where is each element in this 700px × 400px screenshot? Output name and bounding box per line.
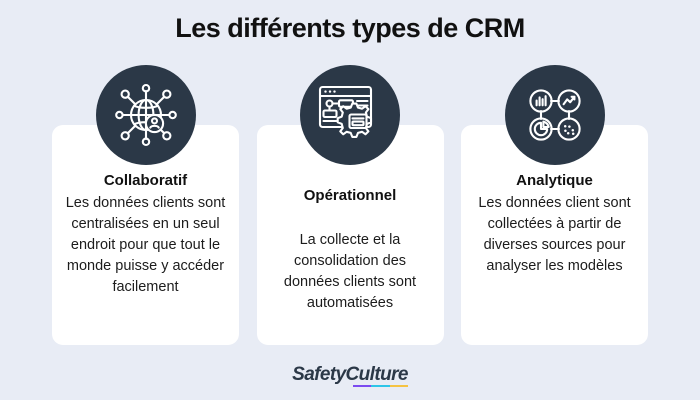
card-body: Les données clients sont centralisées en… — [65, 195, 226, 295]
analytics-charts-network-icon — [505, 65, 605, 165]
card-title: Analytique — [516, 172, 593, 189]
card-row: Collaboratif Les données clients sont ce… — [52, 125, 648, 345]
logo-underline-segment-yellow — [389, 384, 408, 387]
logo-underline — [352, 384, 408, 387]
dashboard-gear-automation-icon — [300, 65, 400, 165]
safetyculture-logo: SafetyCulture — [0, 364, 700, 387]
card-title: Collaboratif — [103, 172, 188, 189]
logo-underline-segment-cyan — [371, 384, 390, 387]
logo-wordmark: SafetyCulture — [292, 364, 408, 385]
card-body: Les données client sont collectées à par… — [478, 195, 631, 274]
page-title: Les différents types de CRM — [175, 13, 525, 43]
card-title: Opérationnel — [303, 187, 397, 204]
global-network-user-icon — [96, 65, 196, 165]
logo-underline-segment-purple — [352, 384, 372, 387]
card-body: La collecte et la consolidation des donn… — [283, 232, 417, 311]
